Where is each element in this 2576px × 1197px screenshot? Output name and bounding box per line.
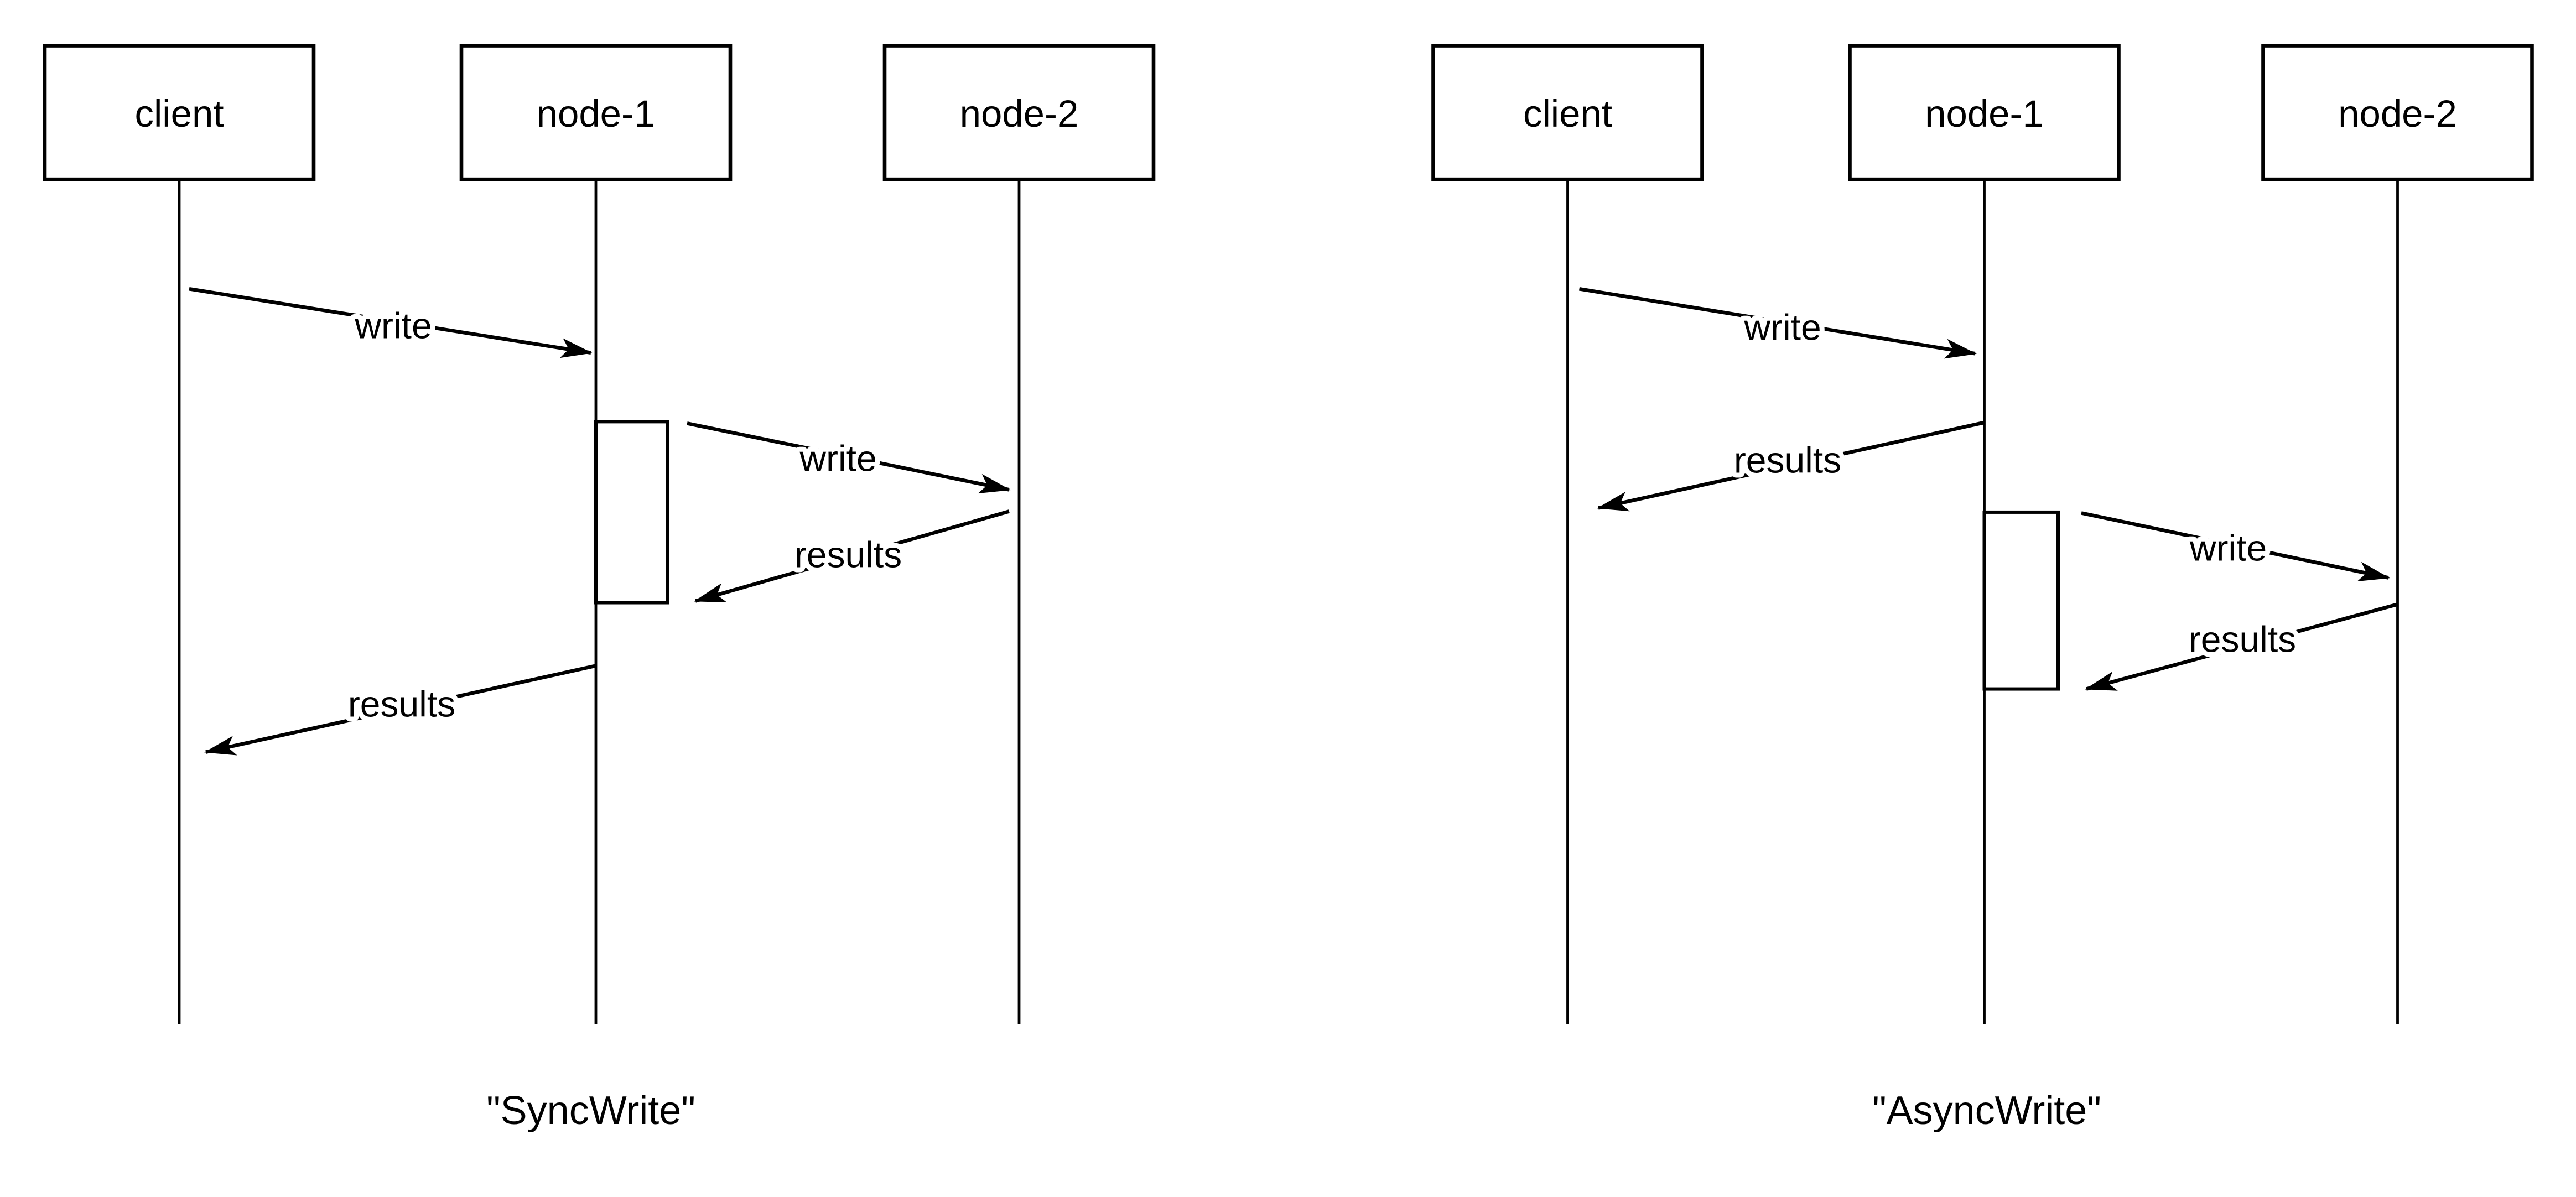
actor-label-client: client	[1523, 92, 1612, 135]
actor-label-node-2: node-2	[2338, 92, 2457, 135]
message-line-write-node1-to-node2	[687, 421, 1011, 494]
message-line-results-node2-to-node1	[694, 509, 1010, 603]
message-line-write-node1-to-node2	[2081, 511, 2390, 581]
actor-box-client	[1431, 44, 1704, 181]
message-label-write-client-to-node1: write	[354, 305, 432, 346]
diagram-caption-syncwrite: "SyncWrite"	[486, 1089, 695, 1133]
diagram-asyncwrite: client node-1 node-2 write results write…	[1431, 44, 2534, 1133]
activation-bar-node-1	[594, 420, 669, 605]
message-line-results-node2-to-node1	[2085, 602, 2398, 691]
message-label-write-node1-to-node2: write	[2189, 527, 2267, 568]
diagram-syncwrite: client node-1 node-2 write write results…	[43, 44, 1156, 1133]
message-label-write-node1-to-node2: write	[799, 438, 876, 478]
actor-box-node-1	[1848, 44, 2121, 181]
actor-box-node-1	[459, 44, 733, 181]
message-label-results-node2-to-node1: results	[2189, 619, 2296, 660]
message-line-write-client-to-node1	[189, 287, 593, 358]
message-label-results-node2-to-node1: results	[794, 534, 902, 575]
message-label-results-node1-to-client: results	[1734, 439, 1841, 480]
activation-bar-node-1	[1982, 510, 2060, 691]
message-label-results-node1-to-client: results	[348, 684, 455, 725]
message-line-results-node1-to-client	[204, 664, 596, 756]
message-line-write-client-to-node1	[1578, 287, 1977, 359]
actor-label-node-2: node-2	[960, 92, 1079, 135]
actor-box-node-2	[882, 44, 1156, 181]
actor-box-node-2	[2261, 44, 2534, 181]
message-line-results-node1-to-client	[1597, 420, 1985, 512]
actor-box-client	[43, 44, 316, 181]
actor-label-client: client	[134, 92, 224, 135]
actor-label-node-1: node-1	[1925, 92, 2044, 135]
diagram-caption-asyncwrite: "AsyncWrite"	[1872, 1089, 2101, 1133]
actor-label-node-1: node-1	[537, 92, 656, 135]
message-label-write-client-to-node1: write	[1743, 306, 1821, 347]
